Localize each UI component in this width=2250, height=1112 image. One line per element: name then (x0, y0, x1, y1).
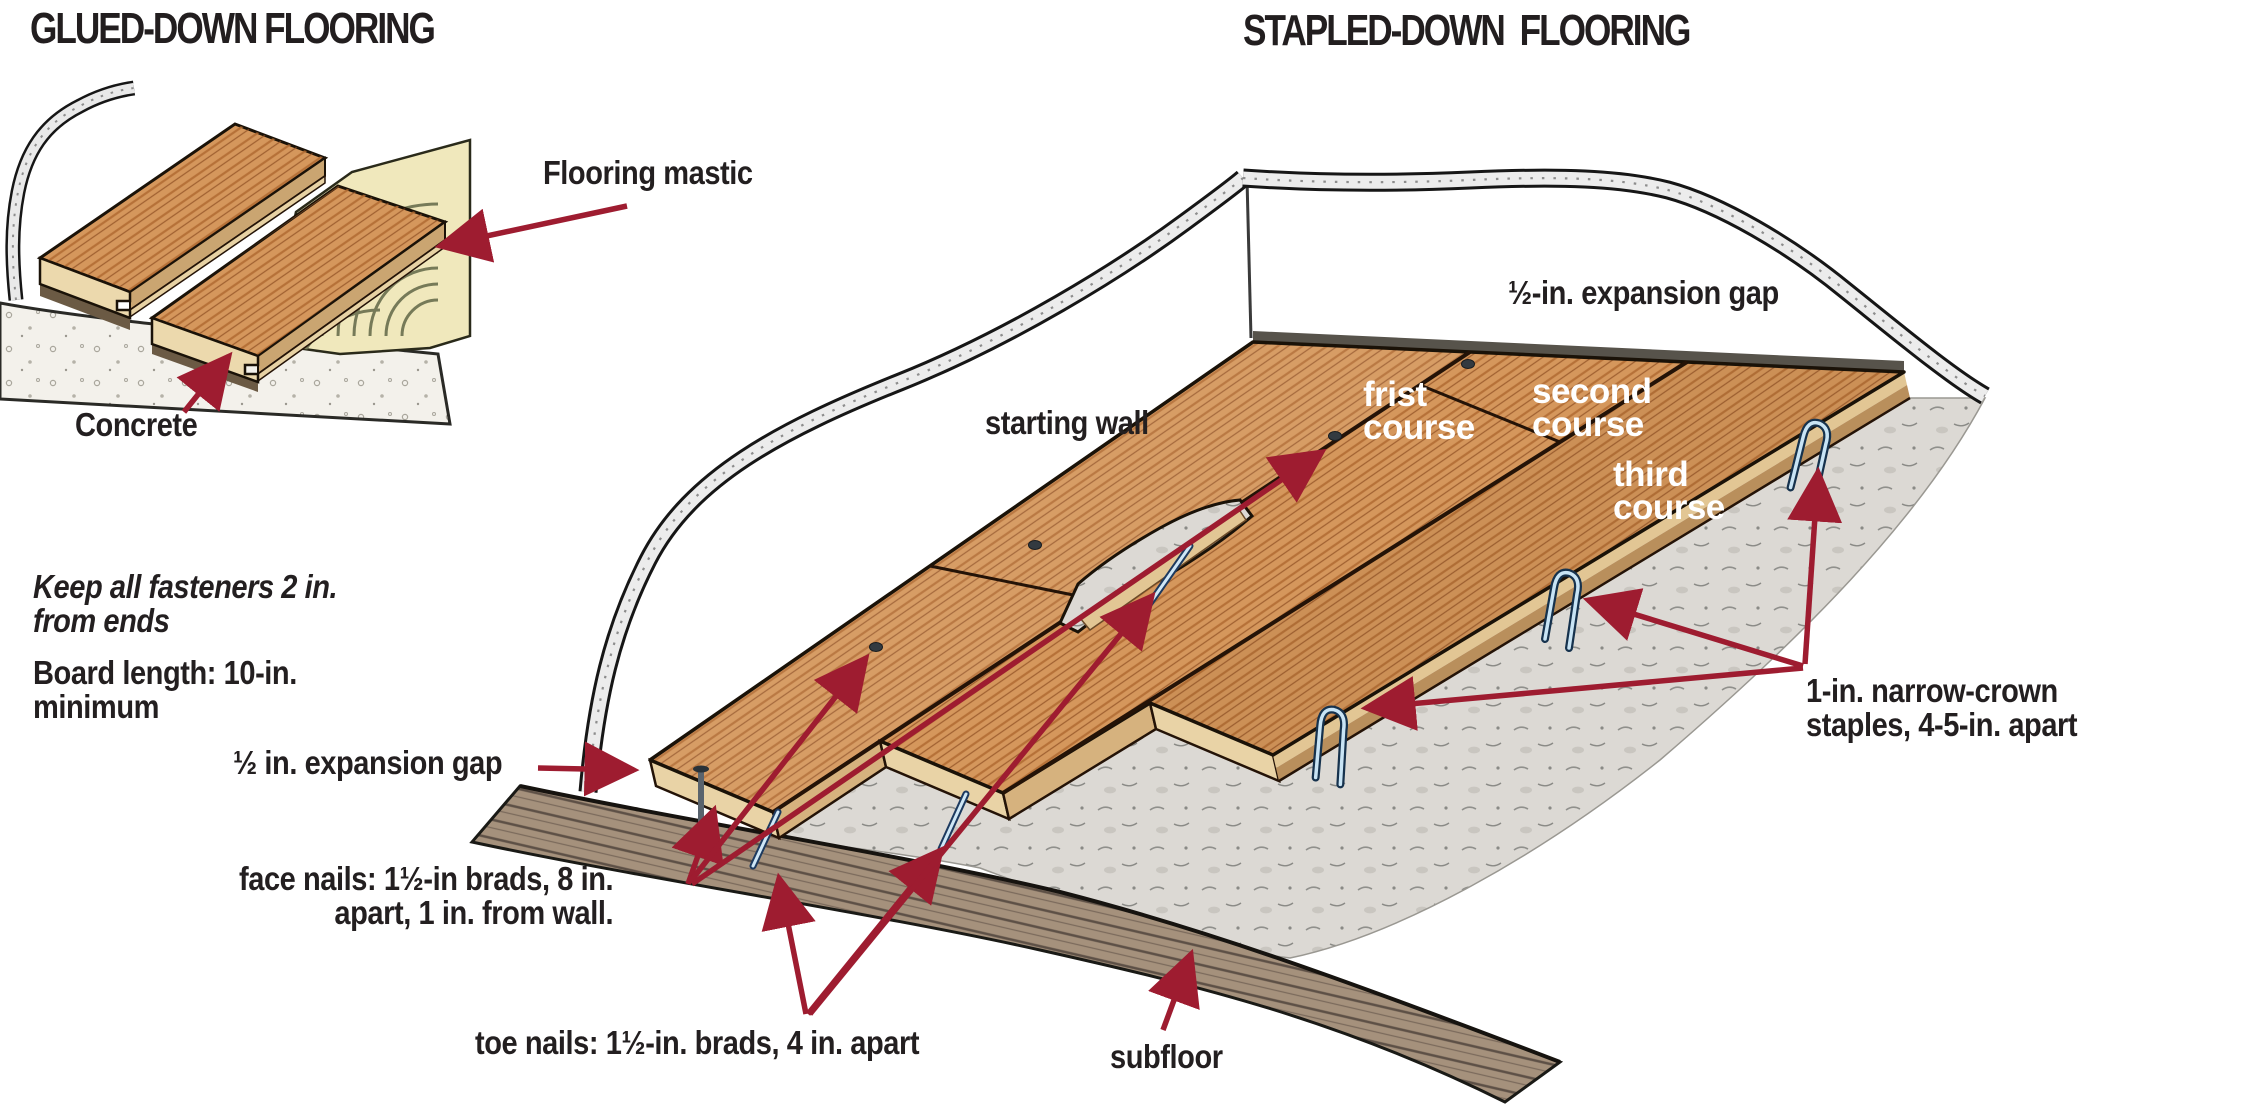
label-staples-line1: 1-in. narrow-crown (1806, 672, 2058, 709)
label-toe-nails: toe nails: 1½-in. brads, 4 in. apart (475, 1024, 920, 1061)
label-second-course-line2: course (1532, 404, 1644, 444)
note-board-length-line2: minimum (33, 688, 160, 726)
note-fasteners-line1: Keep all fasteners 2 in. (33, 568, 338, 605)
label-second-course-line1: second (1532, 372, 1652, 411)
label-staples-line2: staples, 4-5-in. apart (1806, 706, 2078, 744)
note-board-length-line1: Board length: 10-in. (33, 654, 297, 691)
arrow-toe-nail-3 (807, 591, 1156, 1016)
label-second-course: second course (1532, 372, 1652, 444)
staple (1311, 705, 1349, 789)
stapled-down-illustration (469, 168, 1990, 1104)
label-starting-wall: starting wall (985, 404, 1149, 441)
label-face-nails: face nails: 1½-in brads, 8 in. apart, 1 … (238, 860, 614, 932)
label-face-nails-line1: face nails: 1½-in brads, 8 in. (238, 860, 614, 897)
arrow-face-nail-1 (671, 804, 724, 885)
arrow-staple-3 (1360, 665, 1804, 731)
note-fasteners: Keep all fasteners 2 in. from ends (33, 568, 338, 640)
title-glued-down: GLUED-DOWN FLOORING (30, 4, 436, 53)
label-third-course-line1: third (1613, 455, 1689, 494)
face-nail-heads (869, 359, 1475, 652)
label-third-course-line2: course (1613, 487, 1725, 527)
arrow-expansion-gap-left (537, 741, 640, 797)
callout-arrows (176, 203, 1843, 1031)
staple (1541, 568, 1582, 652)
label-first-course-line2: course (1363, 407, 1475, 447)
wall-corner-line (1245, 178, 1253, 339)
arrow-flooring-mastic (434, 203, 628, 263)
glued-down-illustration (0, 80, 472, 426)
arrow-face-nail-3 (690, 448, 1327, 887)
room-wall-band (578, 168, 1990, 793)
label-staples: 1-in. narrow-crown staples, 4-5-in. apar… (1806, 672, 2078, 744)
arrow-subfloor (1148, 948, 1200, 1031)
label-third-course: third course (1613, 455, 1725, 527)
underlayment (776, 397, 1987, 959)
label-concrete: Concrete (75, 406, 198, 443)
label-expansion-gap-right: ½-in. expansion gap (1508, 274, 1779, 311)
label-subfloor: subfloor (1110, 1038, 1223, 1075)
arrow-face-nail-2 (687, 653, 870, 884)
glued-plank-front (148, 184, 449, 392)
arrow-staple-2 (1582, 588, 1804, 669)
label-flooring-mastic: Flooring mastic (543, 154, 753, 191)
note-board-length: Board length: 10-in. minimum (33, 654, 297, 726)
staple (1786, 418, 1832, 503)
right-wall-gap (1253, 331, 1904, 373)
arrow-concrete (176, 351, 233, 414)
arrow-staple-1 (1787, 466, 1843, 665)
glued-plank-rear (36, 122, 329, 330)
label-face-nails-line2: apart, 1 in. from wall. (334, 894, 613, 932)
label-first-course-line1: frist (1363, 375, 1427, 414)
label-expansion-gap-left: ½ in. expansion gap (233, 744, 503, 781)
glued-wall-strip (5, 80, 136, 301)
title-stapled-down: STAPLED-DOWN FLOORING (1243, 6, 1691, 55)
label-first-course: frist course (1363, 375, 1475, 447)
note-fasteners-line2: from ends (33, 602, 170, 640)
arrow-toe-nail-1 (761, 872, 816, 1015)
